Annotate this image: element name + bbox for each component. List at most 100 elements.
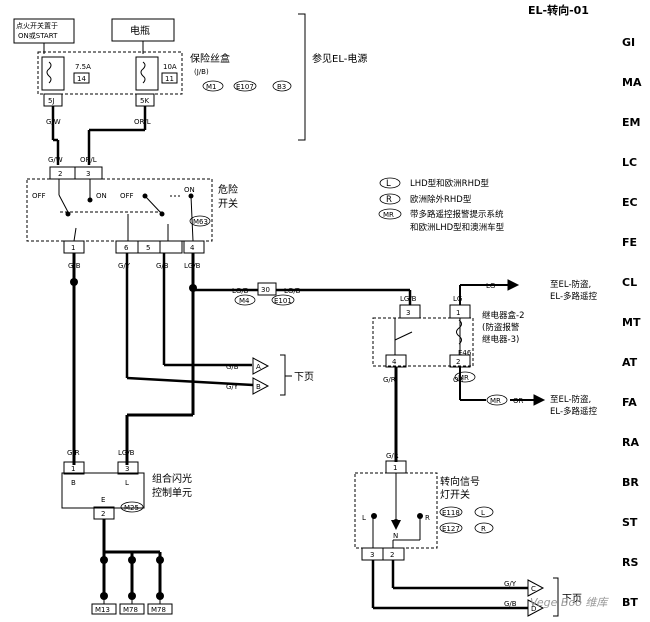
wire-or: OR [453, 376, 464, 384]
relay-pin-3: 3 [406, 309, 410, 317]
relay-box [372, 317, 474, 367]
side-index-gi: GI [622, 36, 635, 49]
side-index-at: AT [622, 356, 638, 369]
hazard-label-1: 危险 [218, 183, 238, 196]
wire-lgb-5: LG/B [118, 449, 135, 457]
relay-pin-2: 2 [456, 358, 460, 366]
wire-gy-2: G/Y [226, 383, 239, 391]
legend-text-l: LHD型和欧洲RHD型 [410, 178, 490, 189]
hazard-pin-6: 6 [124, 244, 129, 252]
flasher-label-2: 控制单元 [152, 486, 192, 499]
wire-or-2: OR [513, 397, 524, 405]
relay-mr-2: MR [490, 397, 501, 405]
fuse-box [37, 51, 183, 95]
hazard-off-1: OFF [32, 192, 46, 200]
turn-label-1: 转向信号 [440, 475, 480, 488]
side-index-ra: RA [622, 436, 639, 449]
next-arrow-a: A [256, 363, 261, 371]
wire-lgb: LG/B [184, 262, 201, 270]
legend-key-l: L [386, 179, 391, 189]
turn-pin-3: 3 [370, 551, 374, 559]
ground-2: M78 [123, 606, 138, 614]
side-index-mt: MT [622, 316, 641, 329]
hazard-pin-5: 5 [146, 244, 150, 252]
fuse-box-label: 保险丝盒 [190, 52, 230, 65]
turn-pin-2: 2 [390, 551, 394, 559]
next-page-2: 下页 [562, 593, 582, 605]
wire-gr-1: G/R [383, 376, 396, 384]
side-index-cl: CL [622, 276, 637, 289]
wire-lgb-3: LG/B [284, 287, 301, 295]
flasher-letter-l: L [125, 479, 129, 487]
side-index-lc: LC [622, 156, 637, 169]
wire-orl-1: OR/L [134, 118, 151, 126]
wire-gr-3: G/R [386, 452, 399, 460]
relay-mr: MR [458, 374, 469, 382]
relay-conn-ref-1: M4 [239, 297, 250, 305]
fuse1-no: 14 [77, 75, 86, 83]
ground-3: M78 [151, 606, 166, 614]
relay-ref: E46 [458, 349, 472, 357]
relay-to-bottom-1: 至EL-防盗, [550, 394, 591, 405]
wire-lg: LG [453, 295, 462, 303]
fuse-ref-2: E107 [236, 83, 254, 91]
side-index-br: BR [622, 476, 639, 489]
flasher-ref: M25 [124, 504, 139, 512]
relay-label-2: (防盗报警 [482, 322, 520, 333]
relay-label-3: 继电器-3) [482, 334, 519, 345]
wire-orl-2: OR/L [80, 156, 97, 164]
hazard-label-2: 开关 [218, 197, 238, 210]
side-index-st: ST [622, 516, 638, 529]
conn-5k: 5K [140, 97, 149, 105]
side-index-em: EM [622, 116, 640, 129]
hazard-on-2: ON [184, 186, 195, 194]
wire-gb-2: G/B [156, 262, 169, 270]
hazard-switch-box [26, 178, 213, 242]
fuse2-no: 11 [165, 75, 174, 83]
fuse2-amp: 10A [163, 63, 177, 71]
side-index-ec: EC [622, 196, 638, 209]
page-title: EL-转向-01 [528, 3, 589, 17]
relay-conn-30: 30 [261, 286, 270, 294]
flasher-pin-2: 2 [101, 510, 105, 518]
ignition-label-1: 点火开关置于 [16, 21, 58, 30]
turn-pin-1: 1 [393, 464, 397, 472]
next-arrow-c: C [531, 585, 536, 593]
ground-symbols [91, 598, 173, 615]
fuse-box-sub: (J/B) [194, 68, 209, 76]
relay-to-bottom-2: EL-多路遥控 [550, 406, 598, 417]
side-index-fe: FE [622, 236, 637, 249]
wire-gy: G/Y [118, 262, 131, 270]
legend-key-mr: MR [383, 211, 394, 219]
fuse-ref-1: M1 [206, 83, 217, 91]
legend-text-r: 欧洲除外RHD型 [410, 194, 472, 205]
relay-label-1: 继电器盒-2 [482, 310, 524, 321]
hazard-pin-4: 4 [190, 244, 195, 252]
side-index-bt: BT [622, 596, 638, 609]
relay-conn-ref-2: E101 [274, 297, 292, 305]
fuse1-amp: 7.5A [75, 63, 91, 71]
flasher-pin-1: 1 [71, 465, 75, 473]
legend-key-r: R [386, 195, 392, 205]
wire-gw-1: G/W [46, 118, 61, 126]
turn-label-2: 灯开关 [440, 488, 470, 501]
hazard-ref: M63 [193, 218, 208, 226]
fuse-ref-3: B3 [277, 83, 286, 91]
turn-ref-2: E127 [442, 525, 460, 533]
side-index-rs: RS [622, 556, 638, 569]
relay-to-top-2: EL-多路遥控 [550, 291, 598, 302]
relay-pin-4: 4 [392, 358, 397, 366]
conn-5j: 5J [48, 97, 55, 105]
turn-key-r: R [481, 525, 486, 533]
watermark: Vege Boo 维库 [530, 596, 609, 609]
wire-lgb-4: LG/B [400, 295, 417, 303]
flasher-letter-b: B [71, 479, 76, 487]
hazard-off-2: OFF [120, 192, 134, 200]
wire-lg-2: LG [486, 282, 495, 290]
relay-pin-1: 1 [456, 309, 460, 317]
hazard-pin-3: 3 [86, 170, 90, 178]
relay-to-top-1: 至EL-防盗, [550, 279, 591, 290]
legend-text-mr-1: 带多路遥控报警提示系统 [410, 209, 504, 220]
